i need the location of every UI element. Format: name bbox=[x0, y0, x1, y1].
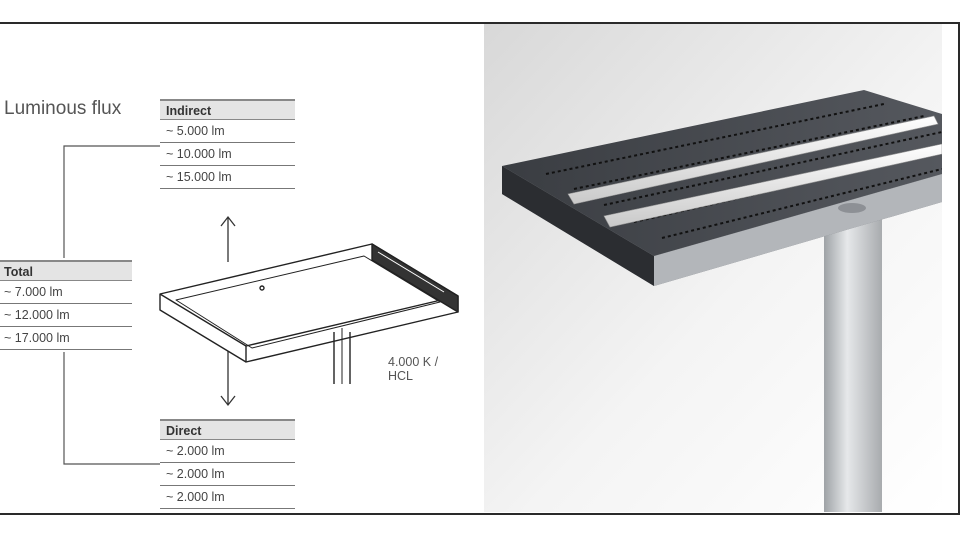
total-row: ~ 7.000 lm bbox=[0, 281, 132, 304]
product-photo bbox=[484, 24, 942, 512]
luminaire-drawing bbox=[159, 243, 459, 384]
total-table: Total ~ 7.000 lm ~ 12.000 lm ~ 17.000 lm bbox=[0, 260, 132, 350]
cct-line-2: HCL bbox=[388, 369, 414, 383]
direct-table: Direct ~ 2.000 lm ~ 2.000 lm ~ 2.000 lm bbox=[160, 419, 295, 509]
luminous-flux-title: Luminous flux bbox=[4, 98, 122, 119]
total-row: ~ 17.000 lm bbox=[0, 327, 132, 350]
indirect-row: ~ 5.000 lm bbox=[160, 120, 295, 143]
direct-row: ~ 2.000 lm bbox=[160, 486, 295, 509]
arrow-up-icon bbox=[220, 215, 236, 262]
connector-direct bbox=[63, 352, 160, 465]
direct-row: ~ 2.000 lm bbox=[160, 440, 295, 463]
color-temperature-label: 4.000 K / HCL bbox=[388, 355, 468, 383]
connector-indirect bbox=[63, 145, 160, 258]
cct-line-1: 4.000 K / bbox=[388, 355, 439, 369]
diagram-lines bbox=[63, 145, 459, 465]
indirect-row: ~ 10.000 lm bbox=[160, 143, 295, 166]
indirect-row: ~ 15.000 lm bbox=[160, 166, 295, 189]
indirect-header: Indirect bbox=[160, 99, 295, 120]
total-header: Total bbox=[0, 260, 132, 281]
frame bbox=[0, 22, 960, 515]
direct-header: Direct bbox=[160, 419, 295, 440]
indirect-table: Indirect ~ 5.000 lm ~ 10.000 lm ~ 15.000… bbox=[160, 99, 295, 189]
total-row: ~ 12.000 lm bbox=[0, 304, 132, 327]
direct-row: ~ 2.000 lm bbox=[160, 463, 295, 486]
